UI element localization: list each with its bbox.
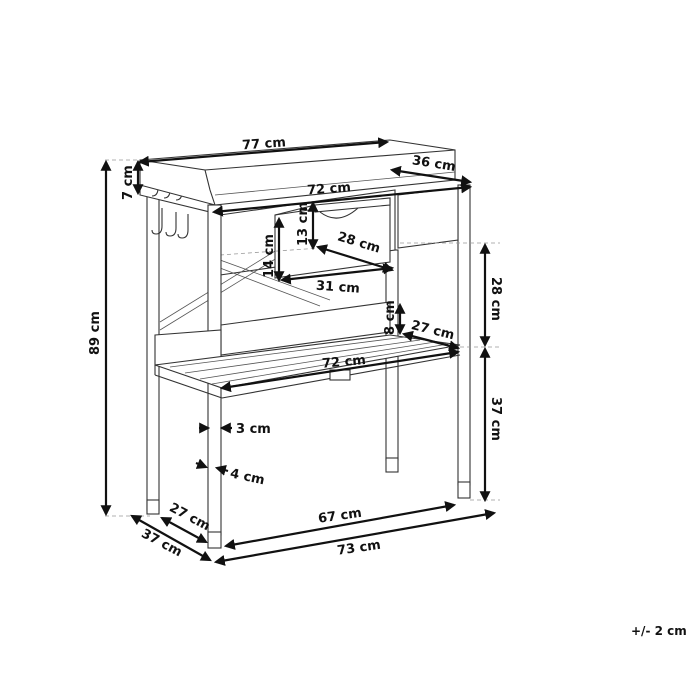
label-inner-width: 72 cm: [307, 180, 352, 198]
label-total-height: 89 cm: [88, 311, 103, 355]
label-shelf-width: 72 cm: [321, 353, 366, 372]
label-top-width: 77 cm: [242, 135, 287, 153]
dim-top-width-arrow: [137, 137, 390, 167]
label-outer-base-width: 73 cm: [336, 538, 382, 559]
label-inner-base-width: 67 cm: [317, 506, 363, 527]
dim-cabinet-width-arrow: [279, 263, 395, 285]
tolerance-note: +/- 2 cm: [631, 624, 687, 638]
label-drawer-height: 13 cm: [296, 202, 311, 246]
dim-leg-depth-left-arrow: [195, 458, 209, 469]
label-leg-width: 3 cm: [236, 422, 271, 437]
hanging-hooks: [151, 208, 189, 239]
label-cabinet-width: 31 cm: [315, 279, 360, 297]
label-inner-depth: 27 cm: [167, 500, 213, 534]
label-top-depth: 36 cm: [411, 153, 457, 175]
dim-shelf-width-arrow: [219, 347, 461, 393]
label-shelf-height: 37 cm: [488, 397, 503, 441]
dim-shelf-depth-arrow: [401, 330, 461, 352]
label-cabinet-height: 14 cm: [262, 234, 277, 278]
label-upper-clearance: 28 cm: [488, 277, 503, 321]
dim-inner-width-arrow: [211, 182, 473, 217]
cabinet-hidden-edge: [219, 247, 321, 256]
dim-outer-base-width-arrow: [213, 509, 497, 566]
dim-outer-depth-arrow: [130, 514, 212, 562]
dimension-lines: [100, 137, 497, 566]
label-shelf-lip-height: 8 cm: [383, 300, 398, 335]
dim-top-depth-arrow: [389, 165, 473, 187]
right-side-panel: [397, 187, 459, 249]
label-leg-depth: 4 cm: [229, 466, 266, 488]
front-right-leg: [457, 184, 471, 499]
dim-leg-depth-right-arrow: [214, 465, 229, 476]
label-back-board-height: 7 cm: [121, 165, 136, 200]
